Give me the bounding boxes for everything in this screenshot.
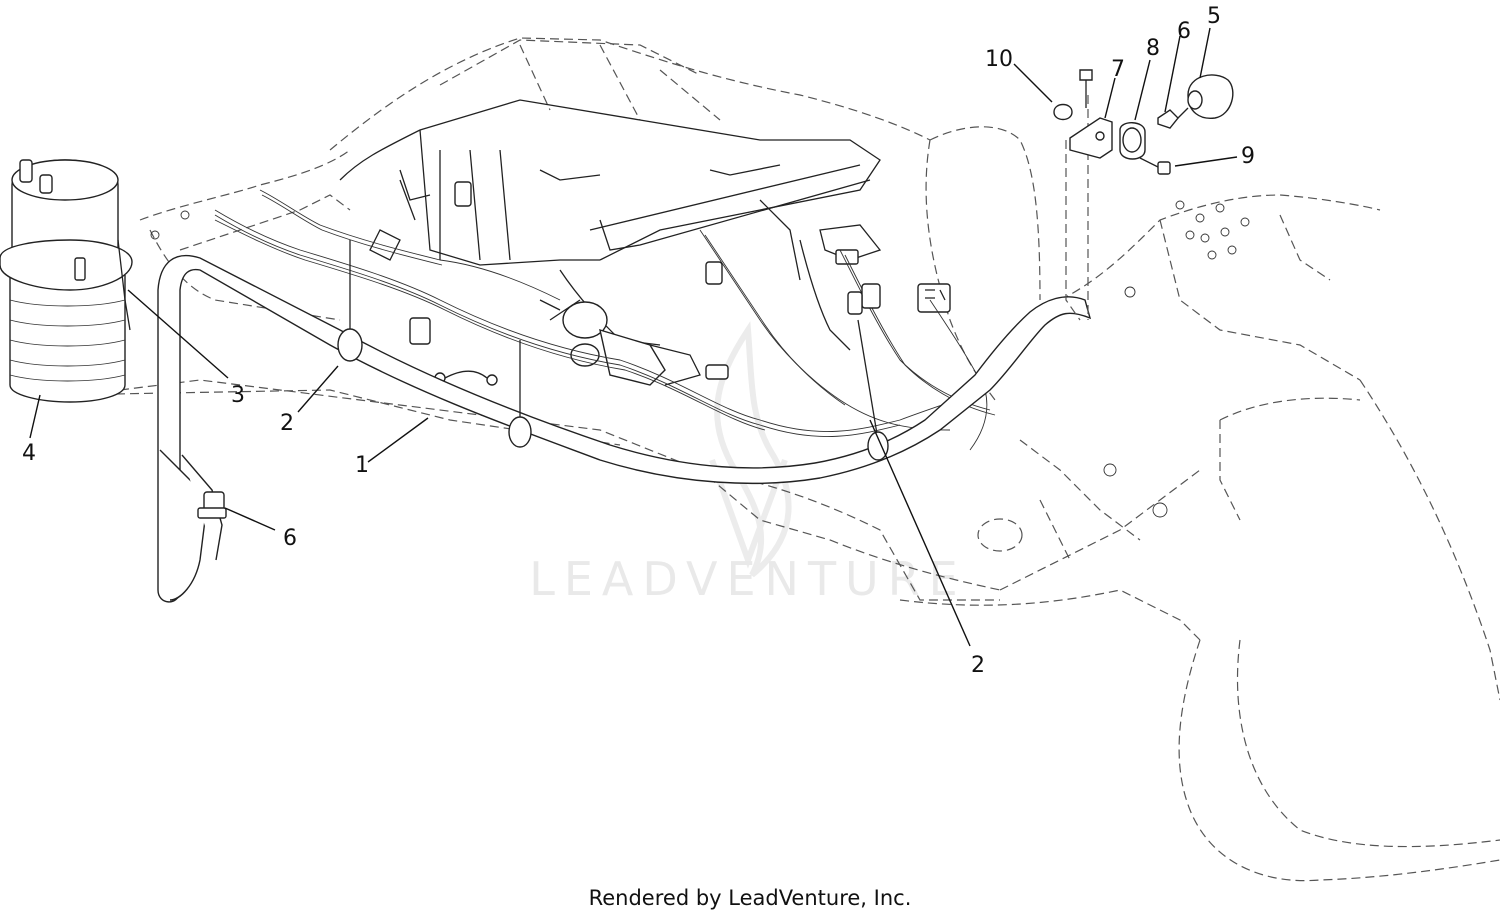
callout-10: 10 [985,47,1013,72]
callout-6-bottom: 6 [283,526,297,551]
callout-2-right: 2 [971,653,985,678]
wire-harness [214,189,996,451]
callout-8: 8 [1146,36,1160,61]
charcoal-canister [0,159,133,403]
callout-1: 1 [355,453,369,478]
callout-4: 4 [22,441,36,466]
callout-9: 9 [1241,144,1255,169]
footer-credit: Rendered by LeadVenture, Inc. [589,886,912,910]
watermark-text: LEADVENTURE [529,552,967,606]
hose-clamps [337,240,889,461]
callout-2-left: 2 [280,411,294,436]
seat-bracket-assembly [339,99,951,386]
watermark: LEADVENTURE [529,321,967,606]
evap-hose [157,254,1092,603]
callouts: 1 2 2 3 4 5 6 6 7 8 9 10 [22,4,1255,678]
callout-5: 5 [1207,4,1221,29]
frame-outline [59,37,1500,882]
frame-holes [150,200,1250,518]
leader-lines [29,27,1238,647]
callout-3: 3 [231,383,245,408]
vent-valve-assembly [1053,69,1234,321]
callout-7: 7 [1111,57,1125,82]
callout-6-top: 6 [1177,19,1191,44]
